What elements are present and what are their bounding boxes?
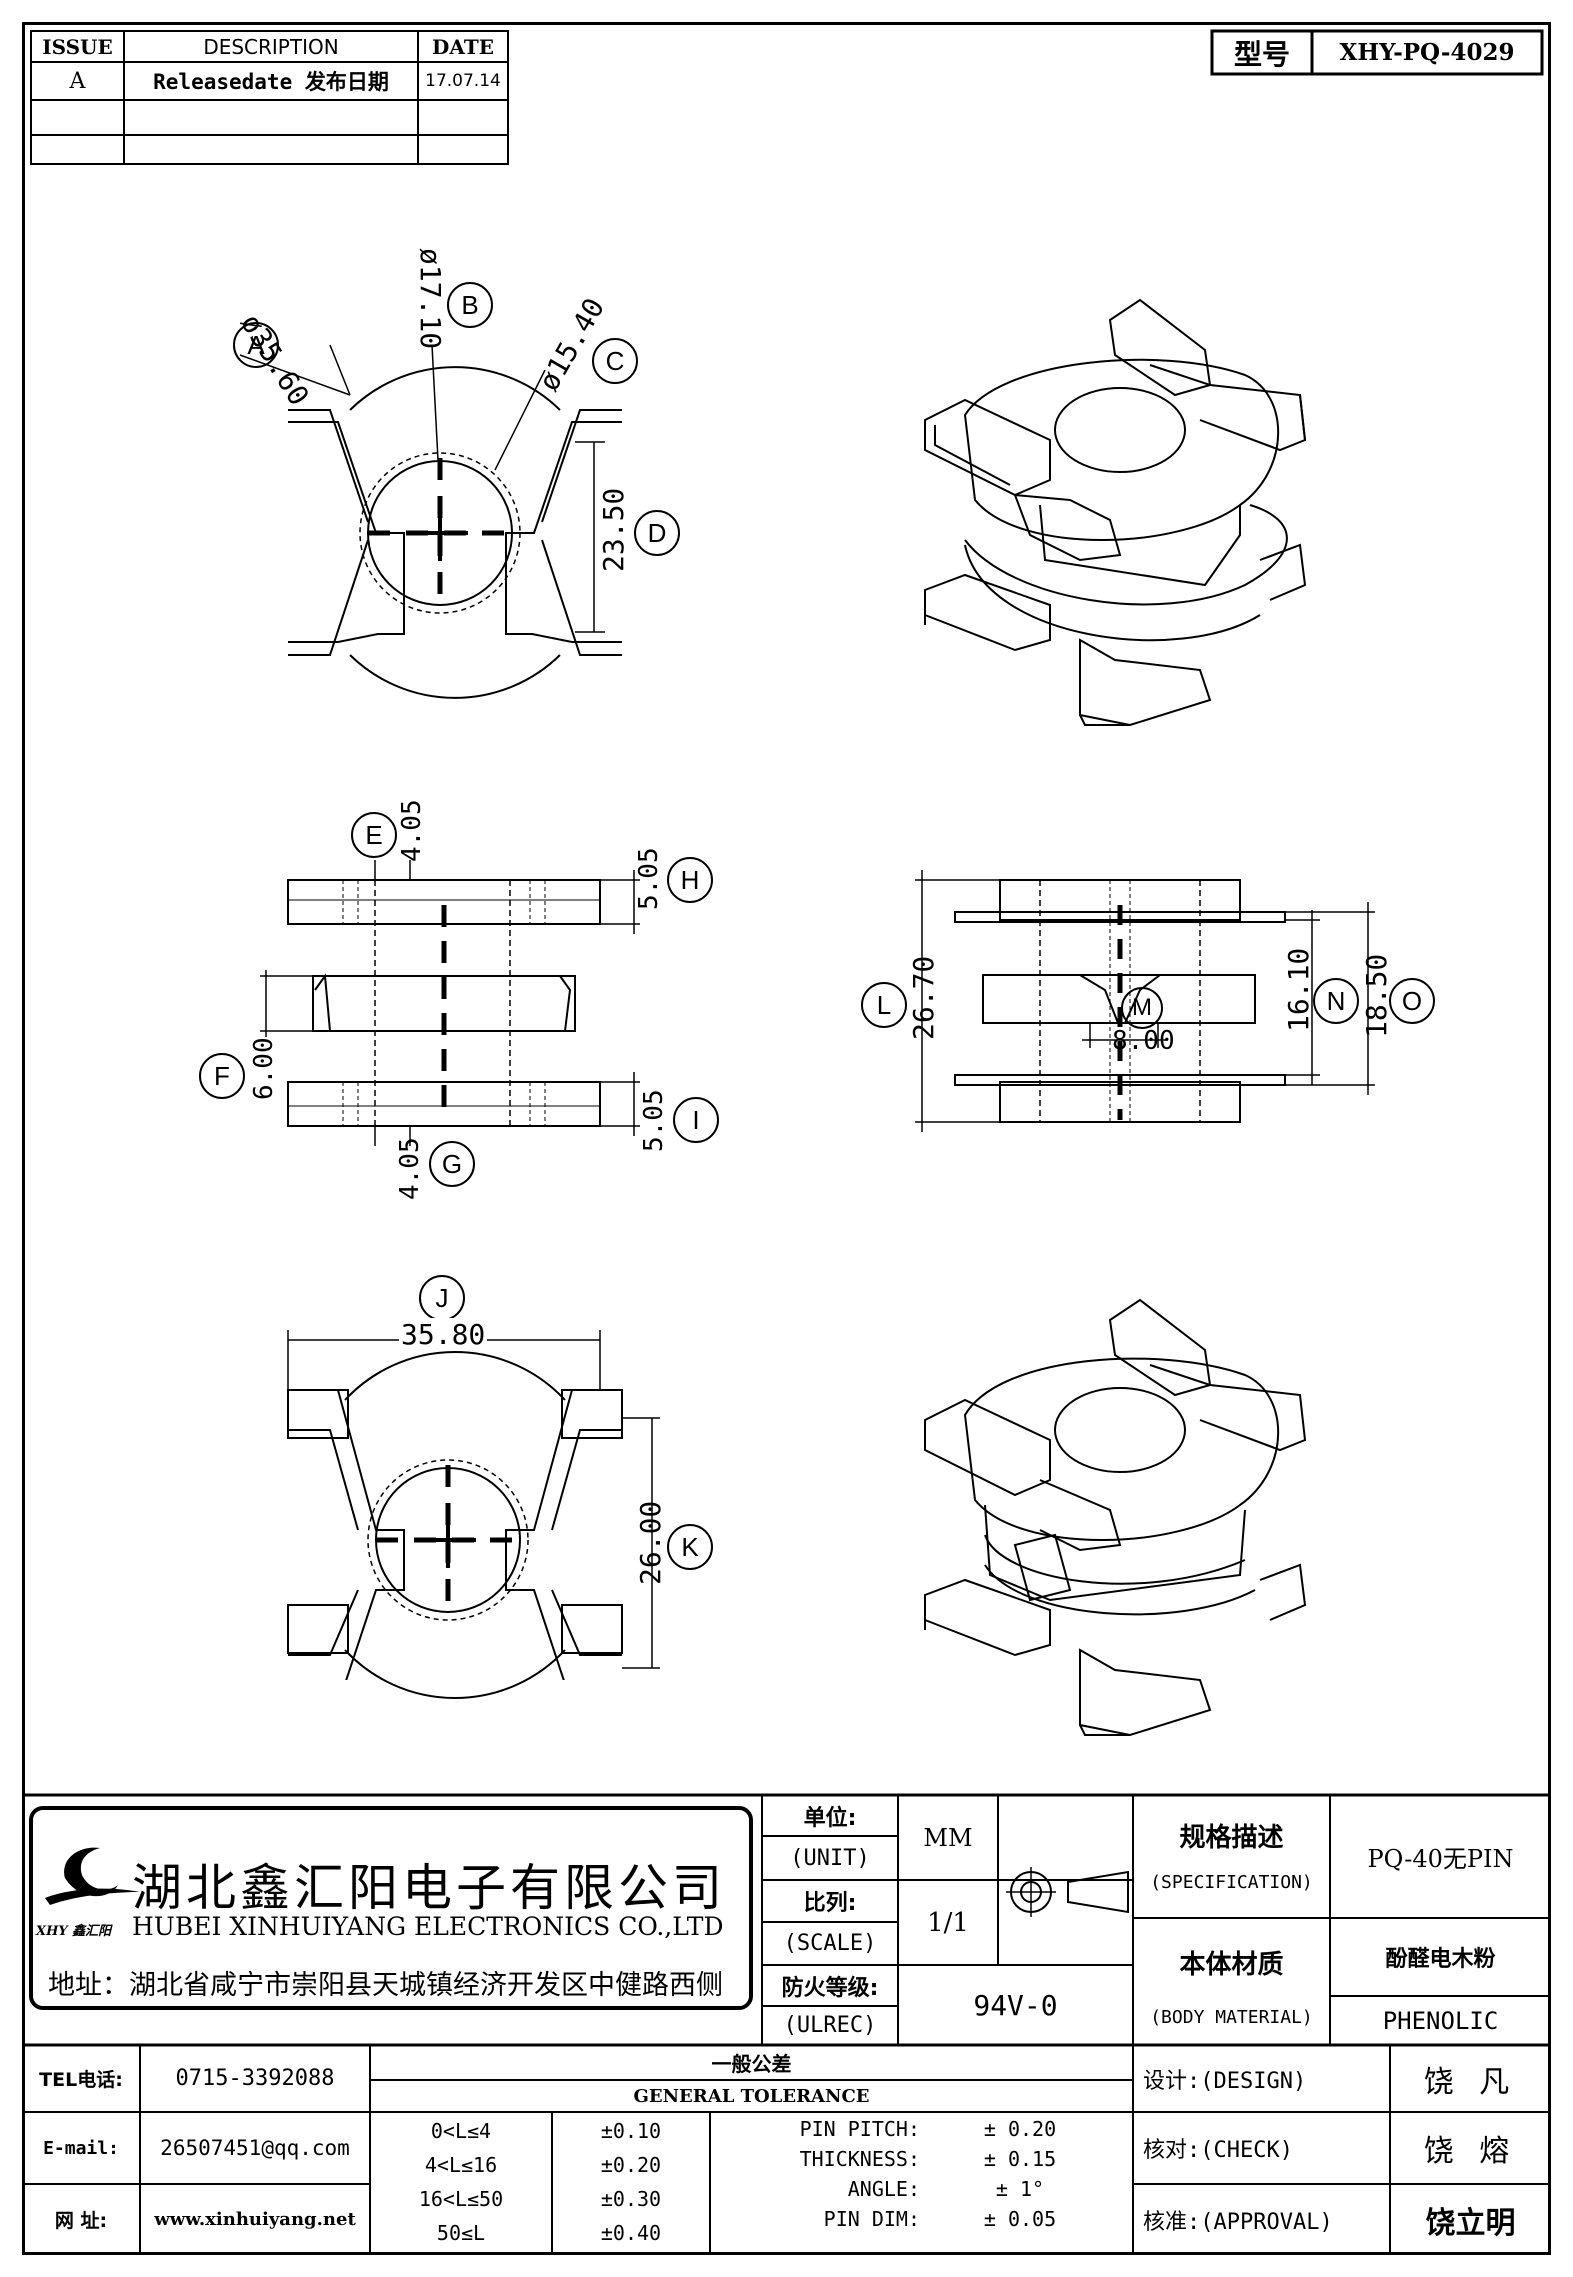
callout-k: K xyxy=(667,1524,713,1570)
dim-j-value: 35.80 xyxy=(399,1318,488,1351)
material-value-en: PHENOLIC xyxy=(1382,2006,1499,2035)
dim-d-value: 23.50 xyxy=(597,487,630,572)
tolerance-range: 0<L≤4 xyxy=(430,2119,492,2143)
dim-g-value: 4.05 xyxy=(395,1137,425,1200)
model-label: 型号 xyxy=(1233,37,1290,71)
dim-l-value: 26.70 xyxy=(907,955,940,1040)
drawing-frame xyxy=(22,22,1551,2255)
tolerance-item-name: ANGLE: xyxy=(847,2177,920,2201)
spec-value: PQ-40无PIN xyxy=(1367,1845,1514,1873)
web-label: 网 址: xyxy=(54,2210,108,2232)
tel-value: 0715-3392088 xyxy=(175,2066,335,2091)
callout-o: O xyxy=(1389,978,1435,1024)
spec-label-en: (SPECIFICATION) xyxy=(1150,1871,1313,1893)
unit-label-en: (UNIT) xyxy=(790,1845,870,1871)
check-label: 核对:(CHECK) xyxy=(1143,2138,1293,2163)
dim-e-value: 4.05 xyxy=(397,799,427,862)
tolerance-item-value: ± 0.05 xyxy=(983,2207,1057,2231)
fire-value: 94V-0 xyxy=(973,1988,1058,2022)
tolerance-item-name: PIN PITCH: xyxy=(799,2117,920,2141)
dim-k-value: 26.00 xyxy=(634,1500,667,1585)
dim-i-value: 5.05 xyxy=(639,1089,669,1152)
callout-l: L xyxy=(861,982,907,1028)
tolerance-item-value: ± 1° xyxy=(995,2177,1045,2201)
callout-g: G xyxy=(429,1141,475,1187)
description-header: DESCRIPTION xyxy=(203,34,339,59)
tolerance-value: ±0.10 xyxy=(600,2119,662,2143)
issue-cell: A xyxy=(69,68,86,94)
email-label: E-mail: xyxy=(43,2137,119,2159)
isometric-view-top xyxy=(924,298,1307,727)
model-box xyxy=(1210,29,1544,76)
dim-h-value: 5.05 xyxy=(634,847,664,910)
material-value-cn: 酚醛电木粉 xyxy=(1385,1947,1496,1972)
dim-o-value: 18.50 xyxy=(1360,953,1393,1038)
callout-e: E xyxy=(351,812,397,858)
dim-b-value: ø17.10 xyxy=(414,248,447,350)
issue-header: ISSUE xyxy=(42,34,113,59)
dim-n-value: 16.10 xyxy=(1282,947,1315,1032)
tolerance-range: 16<L≤50 xyxy=(418,2187,504,2211)
callout-h: H xyxy=(667,857,713,903)
email-value: 26507451@qq.com xyxy=(160,2136,350,2160)
dim-m-value: 8.00 xyxy=(1112,1026,1175,1056)
material-label: 本体材质 xyxy=(1179,1949,1284,1980)
dim-f-value: 6.00 xyxy=(249,1037,279,1100)
unit-value: MM xyxy=(923,1823,973,1852)
check-name: 饶 熔 xyxy=(1423,2134,1518,2169)
callout-a: A xyxy=(233,322,279,368)
company-name-en: HUBEI XINHUIYANG ELECTRONICS CO.,LTD xyxy=(132,1912,724,1941)
tolerance-item-name: THICKNESS: xyxy=(799,2147,920,2171)
company-address: 地址：湖北省咸宁市崇阳县天城镇经济开发区中健路西侧 xyxy=(48,1970,723,2001)
company-logo-text: XHY 鑫汇阳 xyxy=(36,1924,112,1939)
callout-f: F xyxy=(199,1053,245,1099)
unit-label: 单位: xyxy=(803,1805,857,1831)
side-view xyxy=(260,860,640,1146)
company-logo-icon xyxy=(45,1847,140,1905)
approval-name: 饶立明 xyxy=(1425,2205,1516,2241)
fire-label-en: (ULREC) xyxy=(783,2013,877,2038)
tolerance-value: ±0.40 xyxy=(600,2221,662,2245)
callout-i: I xyxy=(673,1097,719,1143)
tolerance-range: 50≤L xyxy=(436,2221,486,2245)
tolerance-range: 4<L≤16 xyxy=(424,2153,498,2177)
top-view xyxy=(239,344,622,699)
tolerance-item-value: ± 0.15 xyxy=(983,2147,1057,2171)
tolerance-item-value: ± 0.20 xyxy=(983,2117,1057,2141)
web-value: www.xinhuiyang.net xyxy=(154,2209,356,2230)
projection-symbol-icon xyxy=(1006,1867,1129,1917)
design-name: 饶 凡 xyxy=(1423,2064,1518,2100)
callout-n: N xyxy=(1313,978,1359,1024)
tolerance-value: ±0.30 xyxy=(600,2187,662,2211)
tolerance-title-cn: 一般公差 xyxy=(711,2052,792,2076)
approval-label: 核准:(APPROVAL) xyxy=(1143,2209,1333,2235)
callout-d: D xyxy=(634,510,680,556)
fire-label: 防火等级: xyxy=(781,1975,879,2001)
callout-b: B xyxy=(447,282,493,328)
isometric-view-bottom xyxy=(924,1298,1307,1737)
spec-label: 规格描述 xyxy=(1179,1822,1284,1853)
description-cell: Releasedate 发布日期 xyxy=(153,70,389,94)
scale-value: 1/1 xyxy=(927,1907,969,1938)
company-name-cn: 湖北鑫汇阳电子有限公司 xyxy=(132,1859,726,1917)
date-cell: 17.07.14 xyxy=(425,71,501,91)
design-label: 设计:(DESIGN) xyxy=(1143,2068,1307,2094)
title-block xyxy=(22,1793,1551,2255)
model-value: XHY-PQ-4029 xyxy=(1339,39,1515,66)
scale-label: 比列: xyxy=(803,1891,857,1916)
callout-j: J xyxy=(419,1275,465,1321)
tel-label: TEL电话: xyxy=(39,2069,123,2091)
revision-table xyxy=(30,30,509,165)
callout-c: C xyxy=(592,338,638,384)
tolerance-item-name: PIN DIM: xyxy=(823,2207,920,2231)
tolerance-title-en: GENERAL TOLERANCE xyxy=(633,2085,870,2107)
bottom-view xyxy=(287,1330,660,1699)
callout-m: M xyxy=(1121,987,1163,1029)
tolerance-value: ±0.20 xyxy=(600,2153,662,2177)
date-header: DATE xyxy=(432,34,494,59)
material-label-en: (BODY MATERIAL) xyxy=(1150,2007,1313,2028)
scale-label-en: (SCALE) xyxy=(783,1931,877,1956)
